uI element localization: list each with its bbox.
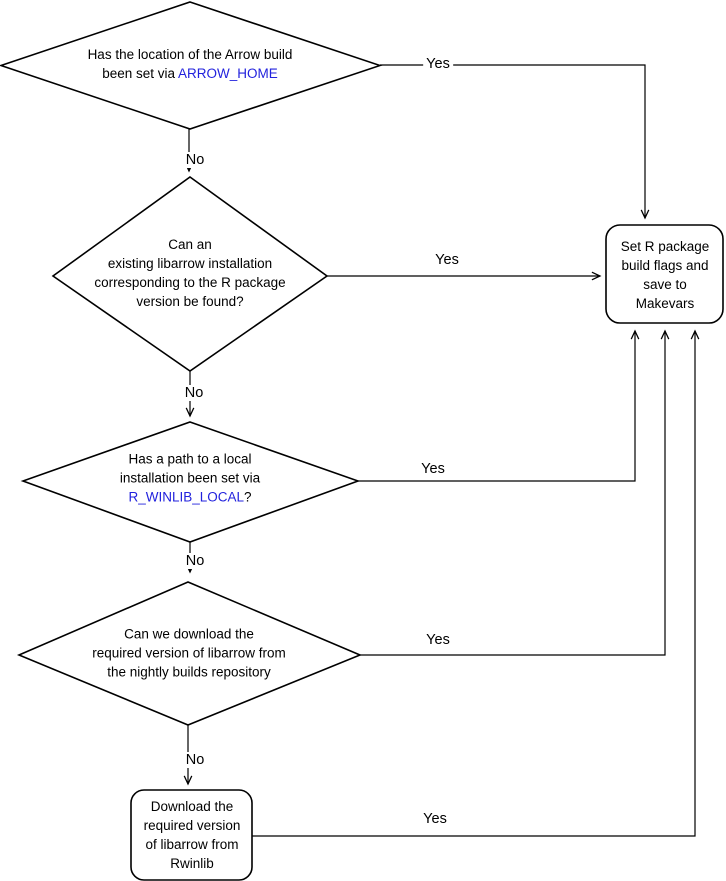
edge-download-yes [252, 329, 700, 837]
edge-label-nightly-yes: Yes [423, 632, 453, 648]
label-text: ? [244, 489, 252, 505]
label-line: Has the location of the Arrow build [87, 47, 293, 62]
edge-label-nightly-no: No [182, 752, 208, 768]
label-line: save to [643, 277, 687, 292]
decision-arrow-home-shape [0, 1, 383, 130]
edge-label-existing-libarrow-yes: Yes [432, 252, 462, 268]
label-line: Rwinlib [170, 856, 214, 871]
edge-label-arrow-home-no: No [182, 152, 208, 168]
arrow-home-link[interactable]: ARROW_HOME [178, 66, 278, 81]
label-line: been set via ARROW_HOME [88, 64, 293, 83]
label-line: Download the [150, 799, 234, 814]
decision-arrow-home-label: Has the location of the Arrow build been… [88, 45, 293, 83]
label-line: of libarrow from [145, 837, 239, 852]
decision-nightly-download-label: Can we download the required version of … [92, 625, 286, 682]
rwinlib-local-link[interactable]: R_WINLIB_LOCAL [128, 489, 245, 505]
edge-label-rwinlib-local-no: No [182, 553, 208, 569]
decision-existing-libarrow-shape [51, 176, 329, 372]
decision-existing-libarrow-label: Can an existing libarrow installation co… [94, 235, 285, 311]
edge-rwinlib-local-yes [358, 329, 640, 482]
edge-label-existing-libarrow-no: No [181, 385, 207, 401]
label-line: Set R package [620, 239, 710, 254]
edge-nightly-yes [360, 329, 670, 656]
label-line: build flags and [621, 258, 709, 273]
decision-nightly-download-shape [16, 581, 363, 726]
label-line: version be found? [136, 294, 244, 309]
edge-label-download-yes: Yes [420, 811, 450, 827]
label-line: R_WINLIB_LOCAL? [120, 488, 260, 507]
label-line: Makevars [635, 296, 695, 311]
label-line: Can an [168, 237, 212, 252]
edge-arrow-home-yes [380, 64, 650, 220]
process-set-flags-shape [605, 224, 724, 324]
edge-label-rwinlib-local-yes: Yes [418, 461, 448, 477]
edge-label-arrow-home-yes: Yes [423, 56, 453, 72]
label-line: required version [143, 818, 241, 833]
label-line: the nightly builds repository [107, 664, 271, 680]
decision-rwinlib-local-label: Has a path to a local installation been … [120, 450, 260, 507]
process-set-flags-label: Set R package build flags and save to Ma… [621, 237, 710, 313]
label-line: installation been set via [119, 470, 261, 486]
label-line: required version of libarrow from [92, 645, 286, 661]
label-line: existing libarrow installation [107, 256, 273, 271]
label-line: Has a path to a local [128, 451, 252, 467]
label-line: corresponding to the R package [94, 275, 286, 290]
label-line: Can we download the [124, 626, 254, 642]
process-download-rwinlib-shape [130, 789, 253, 881]
decision-rwinlib-local-shape [20, 421, 361, 543]
process-download-rwinlib-label: Download the required version of libarro… [144, 797, 241, 873]
label-text: been set via [102, 66, 179, 81]
